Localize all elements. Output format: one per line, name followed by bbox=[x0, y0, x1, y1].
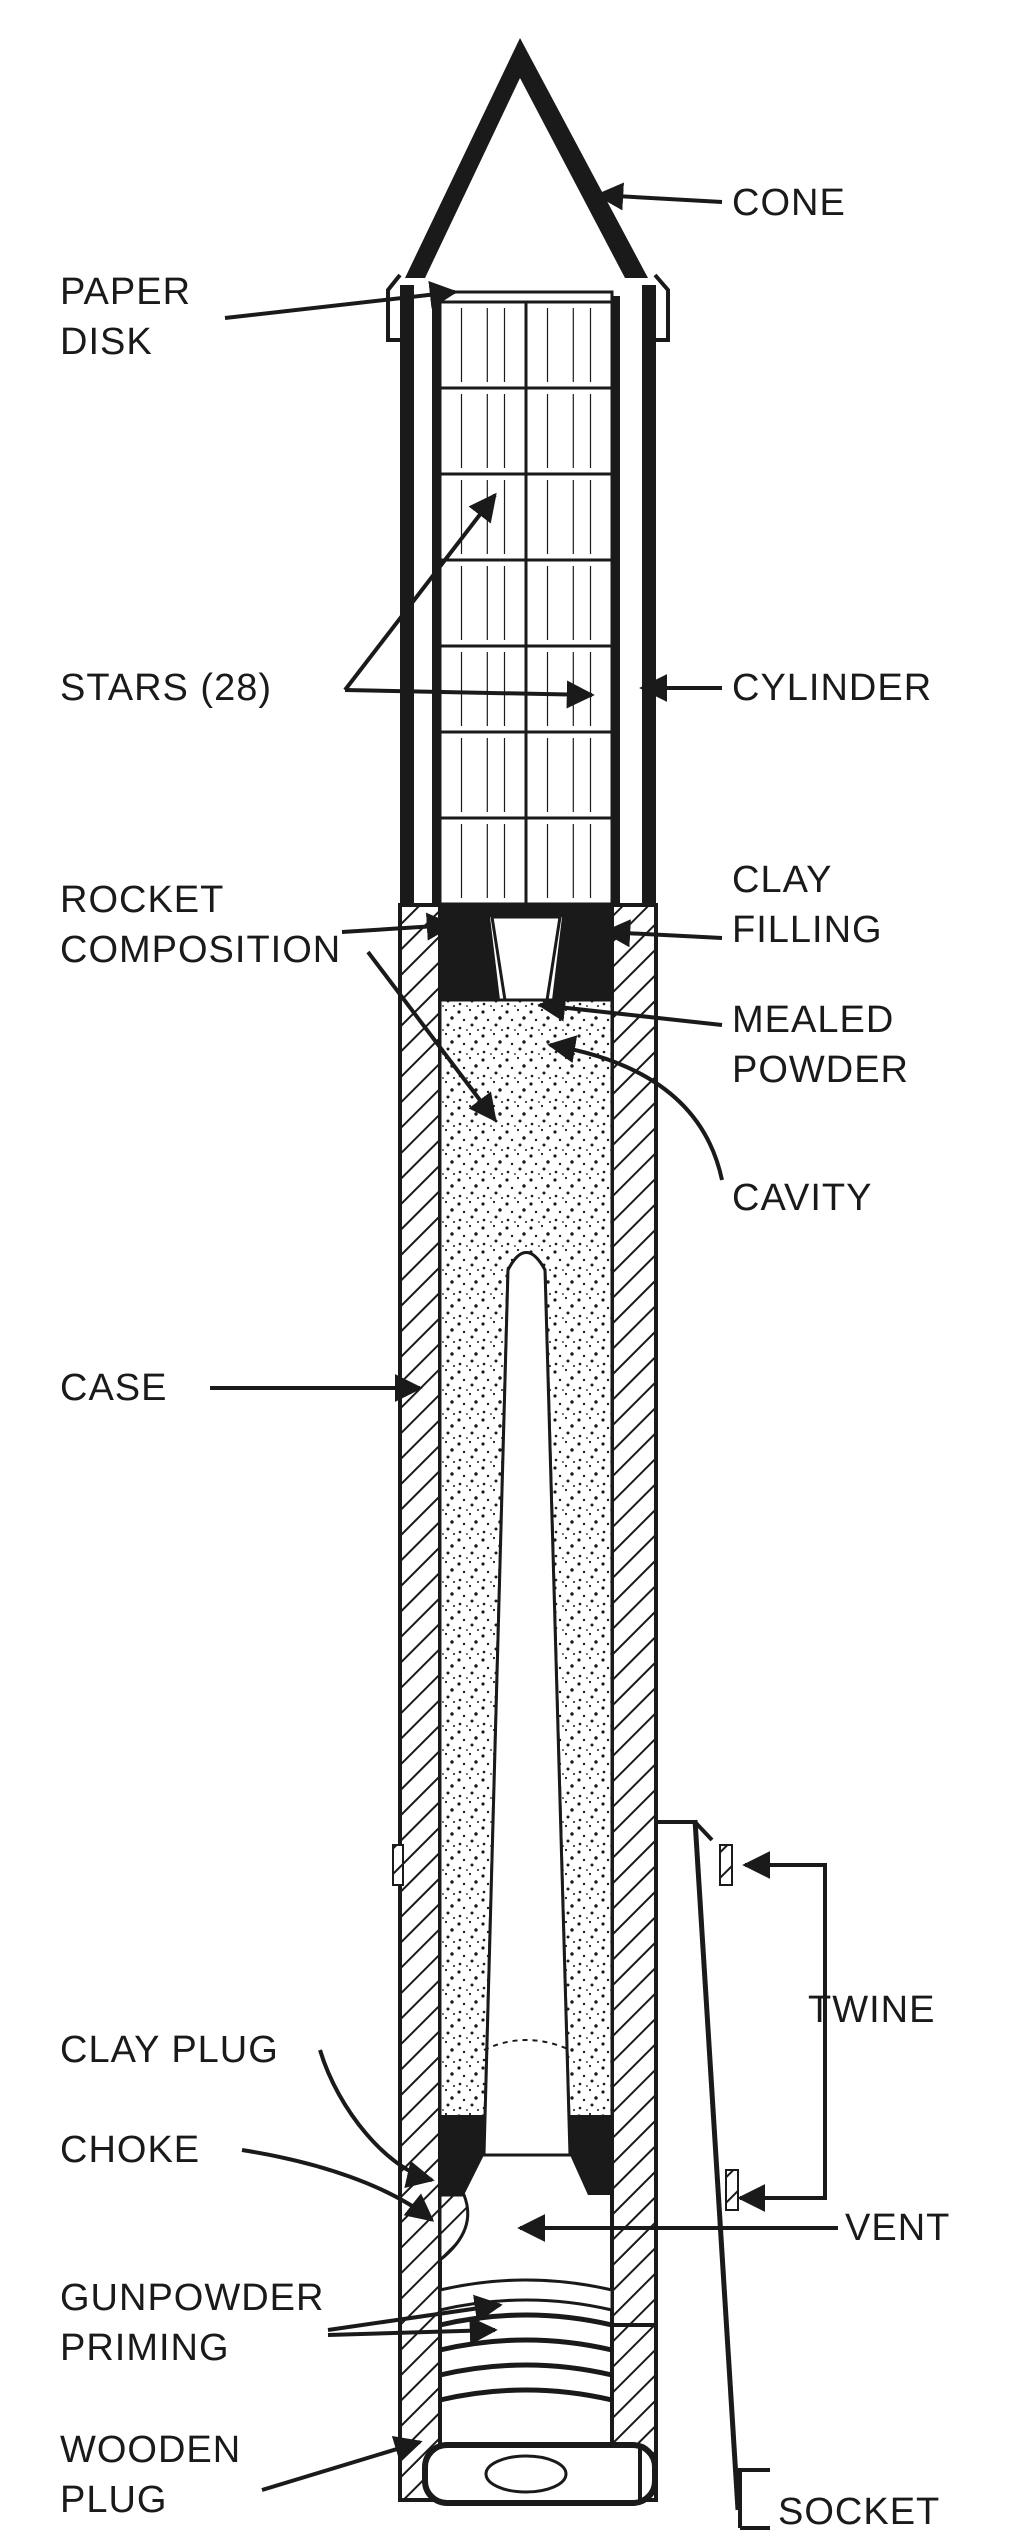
star-cell bbox=[524, 644, 614, 734]
cone-shape bbox=[386, 38, 670, 342]
label-cylinder: CYLINDER bbox=[732, 667, 932, 709]
leader-lines bbox=[210, 182, 838, 2530]
choke-shape bbox=[438, 2193, 470, 2264]
twine-shape bbox=[392, 1844, 739, 2211]
label-wooden-plug-line1: WOODEN bbox=[60, 2429, 241, 2471]
clay-filling-shape bbox=[436, 905, 624, 1000]
star-cell bbox=[524, 730, 614, 820]
label-gunpowder-priming-line2: PRIMING bbox=[60, 2327, 230, 2369]
label-cone: CONE bbox=[732, 182, 846, 224]
label-paper-disk-line2: DISK bbox=[60, 321, 153, 363]
star-cell bbox=[524, 816, 614, 906]
star-cell bbox=[524, 472, 614, 562]
label-gunpowder-priming-line1: GUNPOWDER bbox=[60, 2277, 324, 2319]
wooden-plug-shape bbox=[422, 2442, 658, 2506]
cylinder-shape bbox=[400, 285, 656, 906]
label-cavity: CAVITY bbox=[732, 1177, 872, 1219]
star-cell bbox=[438, 644, 528, 734]
stick-shape bbox=[654, 1819, 741, 2511]
star-cell bbox=[438, 300, 528, 390]
label-clay-filling-line1: CLAY bbox=[732, 859, 832, 901]
label-socket: SOCKET bbox=[778, 2491, 940, 2533]
star-cell bbox=[524, 558, 614, 648]
star-cell bbox=[438, 816, 528, 906]
gunpowder-priming-shape bbox=[438, 2278, 614, 2403]
label-clay-filling-line2: FILLING bbox=[732, 909, 883, 951]
label-vent: VENT bbox=[845, 2207, 950, 2249]
label-stars: STARS (28) bbox=[60, 667, 272, 709]
label-mealed-powder-line2: POWDER bbox=[732, 1049, 909, 1091]
label-clay-plug: CLAY PLUG bbox=[60, 2029, 279, 2071]
star-cell bbox=[438, 730, 528, 820]
labels: CONE PAPER DISK STARS (28) CYLINDER ROCK… bbox=[60, 182, 950, 2533]
label-mealed-powder-line1: MEALED bbox=[732, 999, 894, 1041]
star-cell bbox=[524, 300, 614, 390]
label-case: CASE bbox=[60, 1367, 167, 1409]
clay-plug-shape bbox=[440, 2039, 612, 2195]
stars-grid bbox=[438, 300, 614, 906]
star-cell bbox=[438, 386, 528, 476]
star-cell bbox=[438, 558, 528, 648]
cavity-shape bbox=[482, 1251, 572, 2157]
label-rocket-composition-line1: ROCKET bbox=[60, 879, 224, 921]
label-paper-disk-line1: PAPER bbox=[60, 271, 191, 313]
star-cell bbox=[524, 386, 614, 476]
label-twine: TWINE bbox=[808, 1989, 935, 2031]
label-choke: CHOKE bbox=[60, 2129, 200, 2171]
label-wooden-plug-line2: PLUG bbox=[60, 2479, 167, 2521]
label-rocket-composition-line2: COMPOSITION bbox=[60, 929, 341, 971]
